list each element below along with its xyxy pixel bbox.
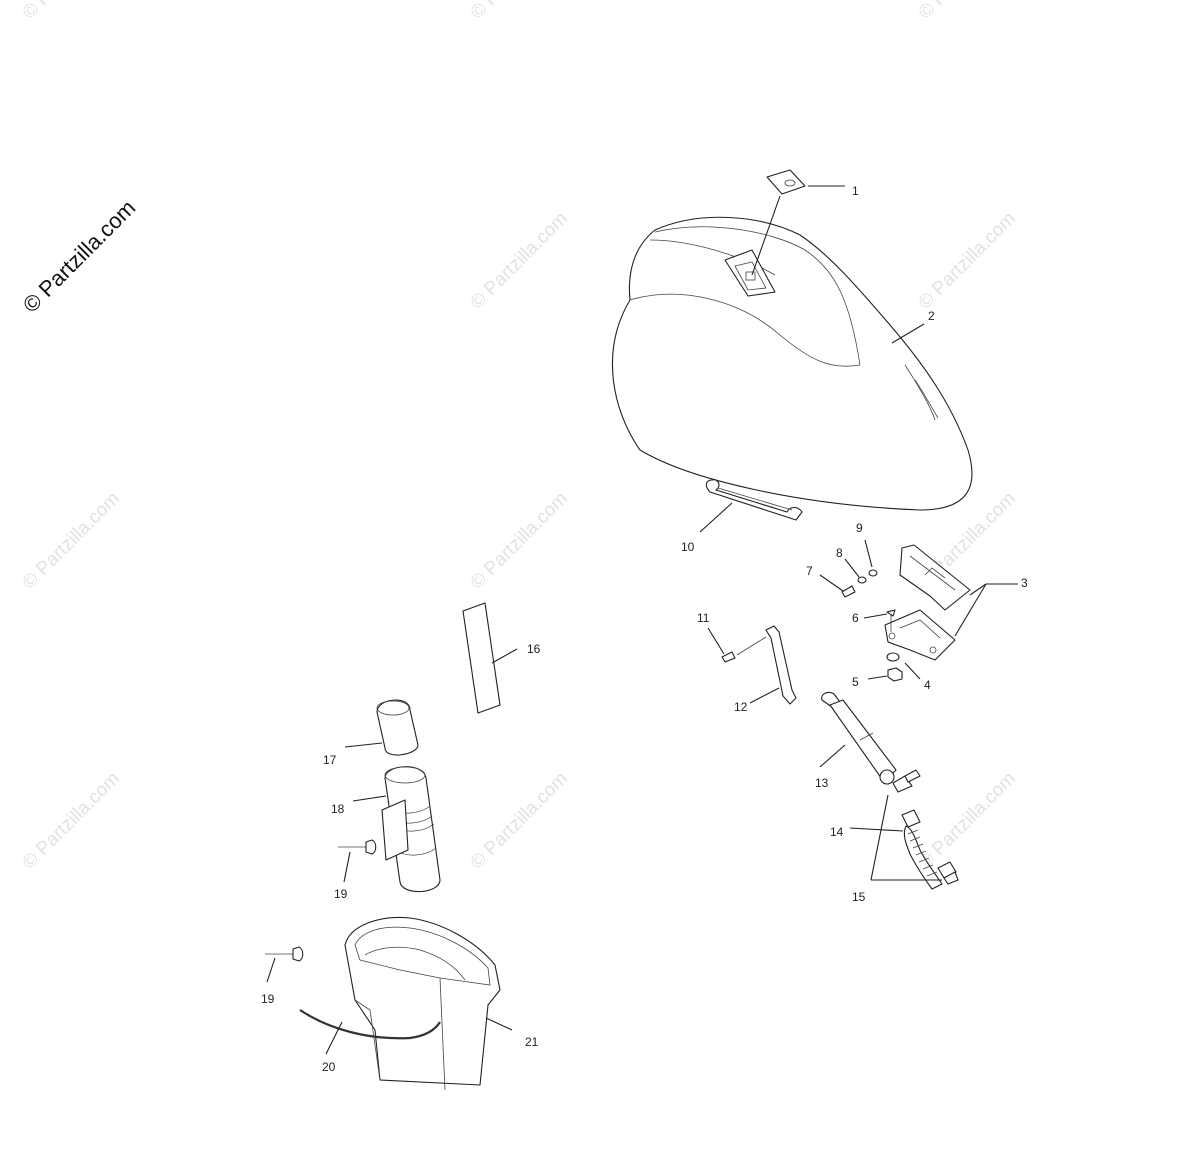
clamp-lower [937,861,959,885]
callout-9: 9 [856,521,863,535]
callout-12: 12 [734,700,748,714]
callout-10: 10 [681,540,695,554]
watermark-text: © Partzilla.com [467,768,572,873]
washer-9 [868,569,878,577]
callout-1: 1 [852,184,859,198]
watermark-text: © Partzilla.com [467,0,572,24]
strap [705,479,803,521]
bolt-6 [886,609,896,632]
copyright-text: © Partzilla.com [18,195,141,318]
leader-lines [266,185,1018,1055]
callout-19-upper: 19 [334,887,348,901]
callout-8: 8 [836,546,843,560]
callout-14: 14 [830,825,844,839]
callout-20: 20 [322,1060,336,1074]
callout-17: 17 [323,753,337,767]
gas-strut [821,691,897,785]
watermark-text: © Partzilla.com [915,768,1020,873]
watermark-text: © Partzilla.com [467,208,572,313]
callout-7: 7 [806,564,813,578]
callout-5: 5 [852,675,859,689]
push-rivet-upper [338,839,377,855]
callout-3: 3 [1021,576,1028,590]
seal-cord [299,1009,441,1040]
decal-plate [766,169,806,195]
watermark-text: © Partzilla.com [915,208,1020,313]
callout-6: 6 [852,611,859,625]
watermark-text: © Partzilla.com [915,0,1020,24]
callout-2: 2 [928,309,935,323]
callout-4: 4 [924,678,931,692]
callout-16: 16 [527,642,541,656]
hood-cowl [611,216,973,511]
callout-15: 15 [852,890,866,904]
support-rod [736,625,797,705]
callouts: 1 2 3 4 5 6 7 8 9 10 11 12 13 14 15 16 1… [261,184,1028,1074]
callout-19-lower: 19 [261,992,275,1006]
seal-strip [462,602,501,714]
storage-bin [344,916,501,1091]
watermark-text: © Partzilla.com [19,488,124,593]
callout-13: 13 [815,776,829,790]
screw-7 [841,585,856,598]
push-rivet-lower [265,946,304,962]
clamp-upper [892,769,921,793]
filter-cap [376,699,419,756]
washer-8 [857,576,867,584]
spring-damper [901,809,943,890]
clip-11 [721,651,736,663]
callout-18: 18 [331,802,345,816]
hinge-bracket [884,544,971,661]
washer-4 [886,652,900,662]
nut-5 [887,667,903,682]
watermark-text: © Partzilla.com [19,0,124,24]
filter-tube [381,766,441,893]
watermark-text: © Partzilla.com [19,768,124,873]
callout-21: 21 [525,1035,539,1049]
callout-11: 11 [697,611,710,625]
watermark-text: © Partzilla.com [467,488,572,593]
